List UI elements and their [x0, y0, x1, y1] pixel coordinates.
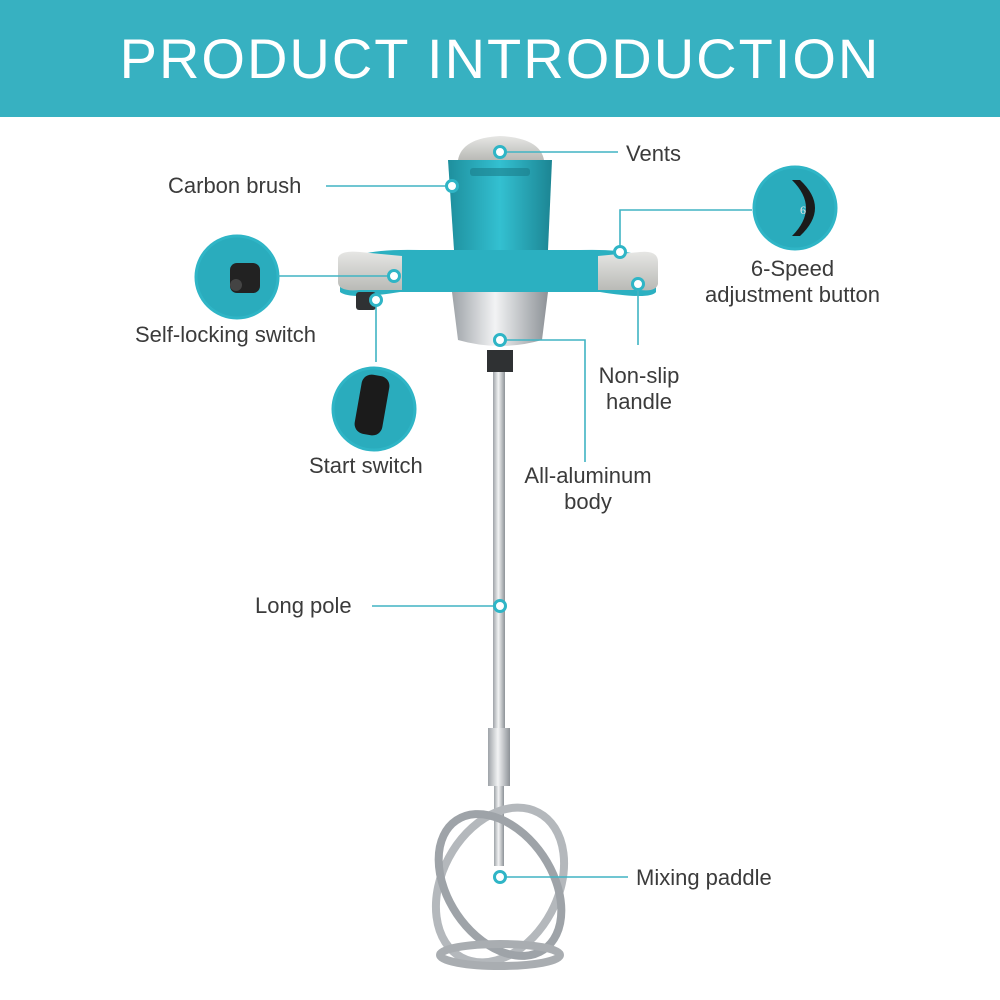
- page-title: PRODUCT INTRODUCTION: [119, 27, 881, 90]
- label-aluminum-body: All-aluminum body: [512, 463, 664, 515]
- speed-dial-digit: 6: [800, 203, 806, 217]
- pole: [493, 372, 505, 730]
- callout-dot-icon: [493, 599, 507, 613]
- label-nonslip-line2: handle: [605, 389, 673, 414]
- callout-dot-icon: [493, 145, 507, 159]
- label-carbon-brush: Carbon brush: [168, 173, 302, 198]
- callout-dot-icon: [613, 245, 627, 259]
- callout-dots: [369, 145, 645, 884]
- label-long-pole: Long pole: [255, 593, 352, 618]
- header-banner: PRODUCT INTRODUCTION: [0, 0, 1000, 117]
- label-mixing-paddle: Mixing paddle: [636, 865, 772, 890]
- pole-coupler: [488, 728, 510, 786]
- aluminum-gearbox: [452, 292, 548, 346]
- inset-self-locking: [194, 234, 280, 320]
- label-vents: Vents: [626, 141, 682, 166]
- callout-dot-icon: [369, 293, 383, 307]
- chuck: [487, 350, 513, 372]
- inset-start-switch: [331, 366, 417, 452]
- label-non-slip-handle: Non-slip handle: [585, 363, 693, 415]
- leader-lines: [278, 151, 752, 878]
- mixing-paddle: [431, 803, 569, 970]
- handle-bar: [340, 249, 656, 296]
- label-speed-line2: adjustment button: [705, 282, 880, 307]
- label-nonslip-line1: Non-slip: [598, 363, 680, 388]
- label-start-switch: Start switch: [309, 453, 423, 478]
- left-grip: [338, 251, 402, 291]
- callout-dot-icon: [387, 269, 401, 283]
- label-speed-adjustment: 6-Speed adjustment button: [690, 256, 895, 308]
- right-grip: [598, 251, 658, 291]
- callout-dot-icon: [493, 870, 507, 884]
- motor-housing: [448, 160, 552, 250]
- inset-speed-dial: 6: [752, 165, 838, 251]
- label-self-locking-switch: Self-locking switch: [135, 322, 316, 347]
- label-aluminum-line2: body: [564, 489, 612, 514]
- mixer-drill-icon: [338, 136, 658, 970]
- label-aluminum-line1: All-aluminum: [524, 463, 652, 488]
- label-speed-line1: 6-Speed: [750, 256, 835, 281]
- callout-dot-icon: [493, 333, 507, 347]
- callout-dot-icon: [631, 277, 645, 291]
- callout-dot-icon: [445, 179, 459, 193]
